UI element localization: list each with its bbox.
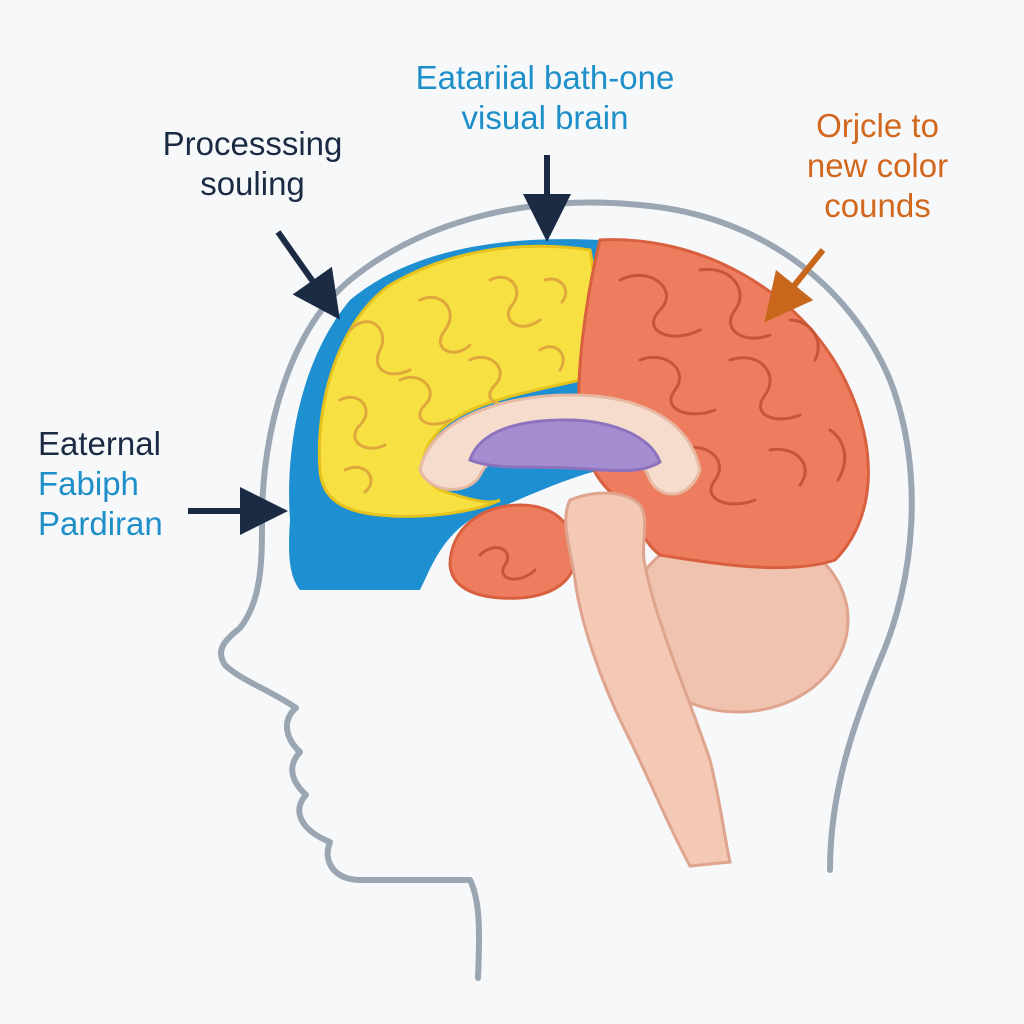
head-outline — [218, 199, 915, 981]
label-top-line-2: visual brain — [461, 99, 629, 136]
label-top-line-1: Eatariial bath-one — [415, 59, 675, 96]
label-left-line-3: Pardiran — [38, 505, 163, 542]
label-left-line-2: Fabiph — [38, 465, 139, 502]
purple-region — [468, 418, 662, 473]
label-left: Eaternal Fabiph Pardiran — [38, 424, 238, 544]
label-upper-left-line-2: souling — [200, 165, 305, 202]
label-right-line-1: Orjcle to — [816, 107, 939, 144]
label-top: Eatariial bath-one visual brain — [360, 58, 730, 138]
label-left-line-1: Eaternal — [38, 425, 161, 462]
label-right-line-3: counds — [824, 187, 931, 224]
label-right-line-2: new color — [806, 147, 949, 184]
orange-gyri — [618, 267, 847, 506]
arrow-upper-left — [275, 230, 340, 320]
label-upper-left: Processsing souling — [120, 124, 385, 204]
corpus-callosum — [418, 393, 702, 496]
yellow-region — [317, 244, 596, 518]
brainstem — [564, 491, 732, 868]
label-right: Orjcle to new color counds — [770, 106, 985, 226]
arrow-right — [764, 248, 826, 323]
temporal-gyri — [478, 546, 537, 581]
label-upper-left-line-1: Processsing — [162, 125, 343, 162]
